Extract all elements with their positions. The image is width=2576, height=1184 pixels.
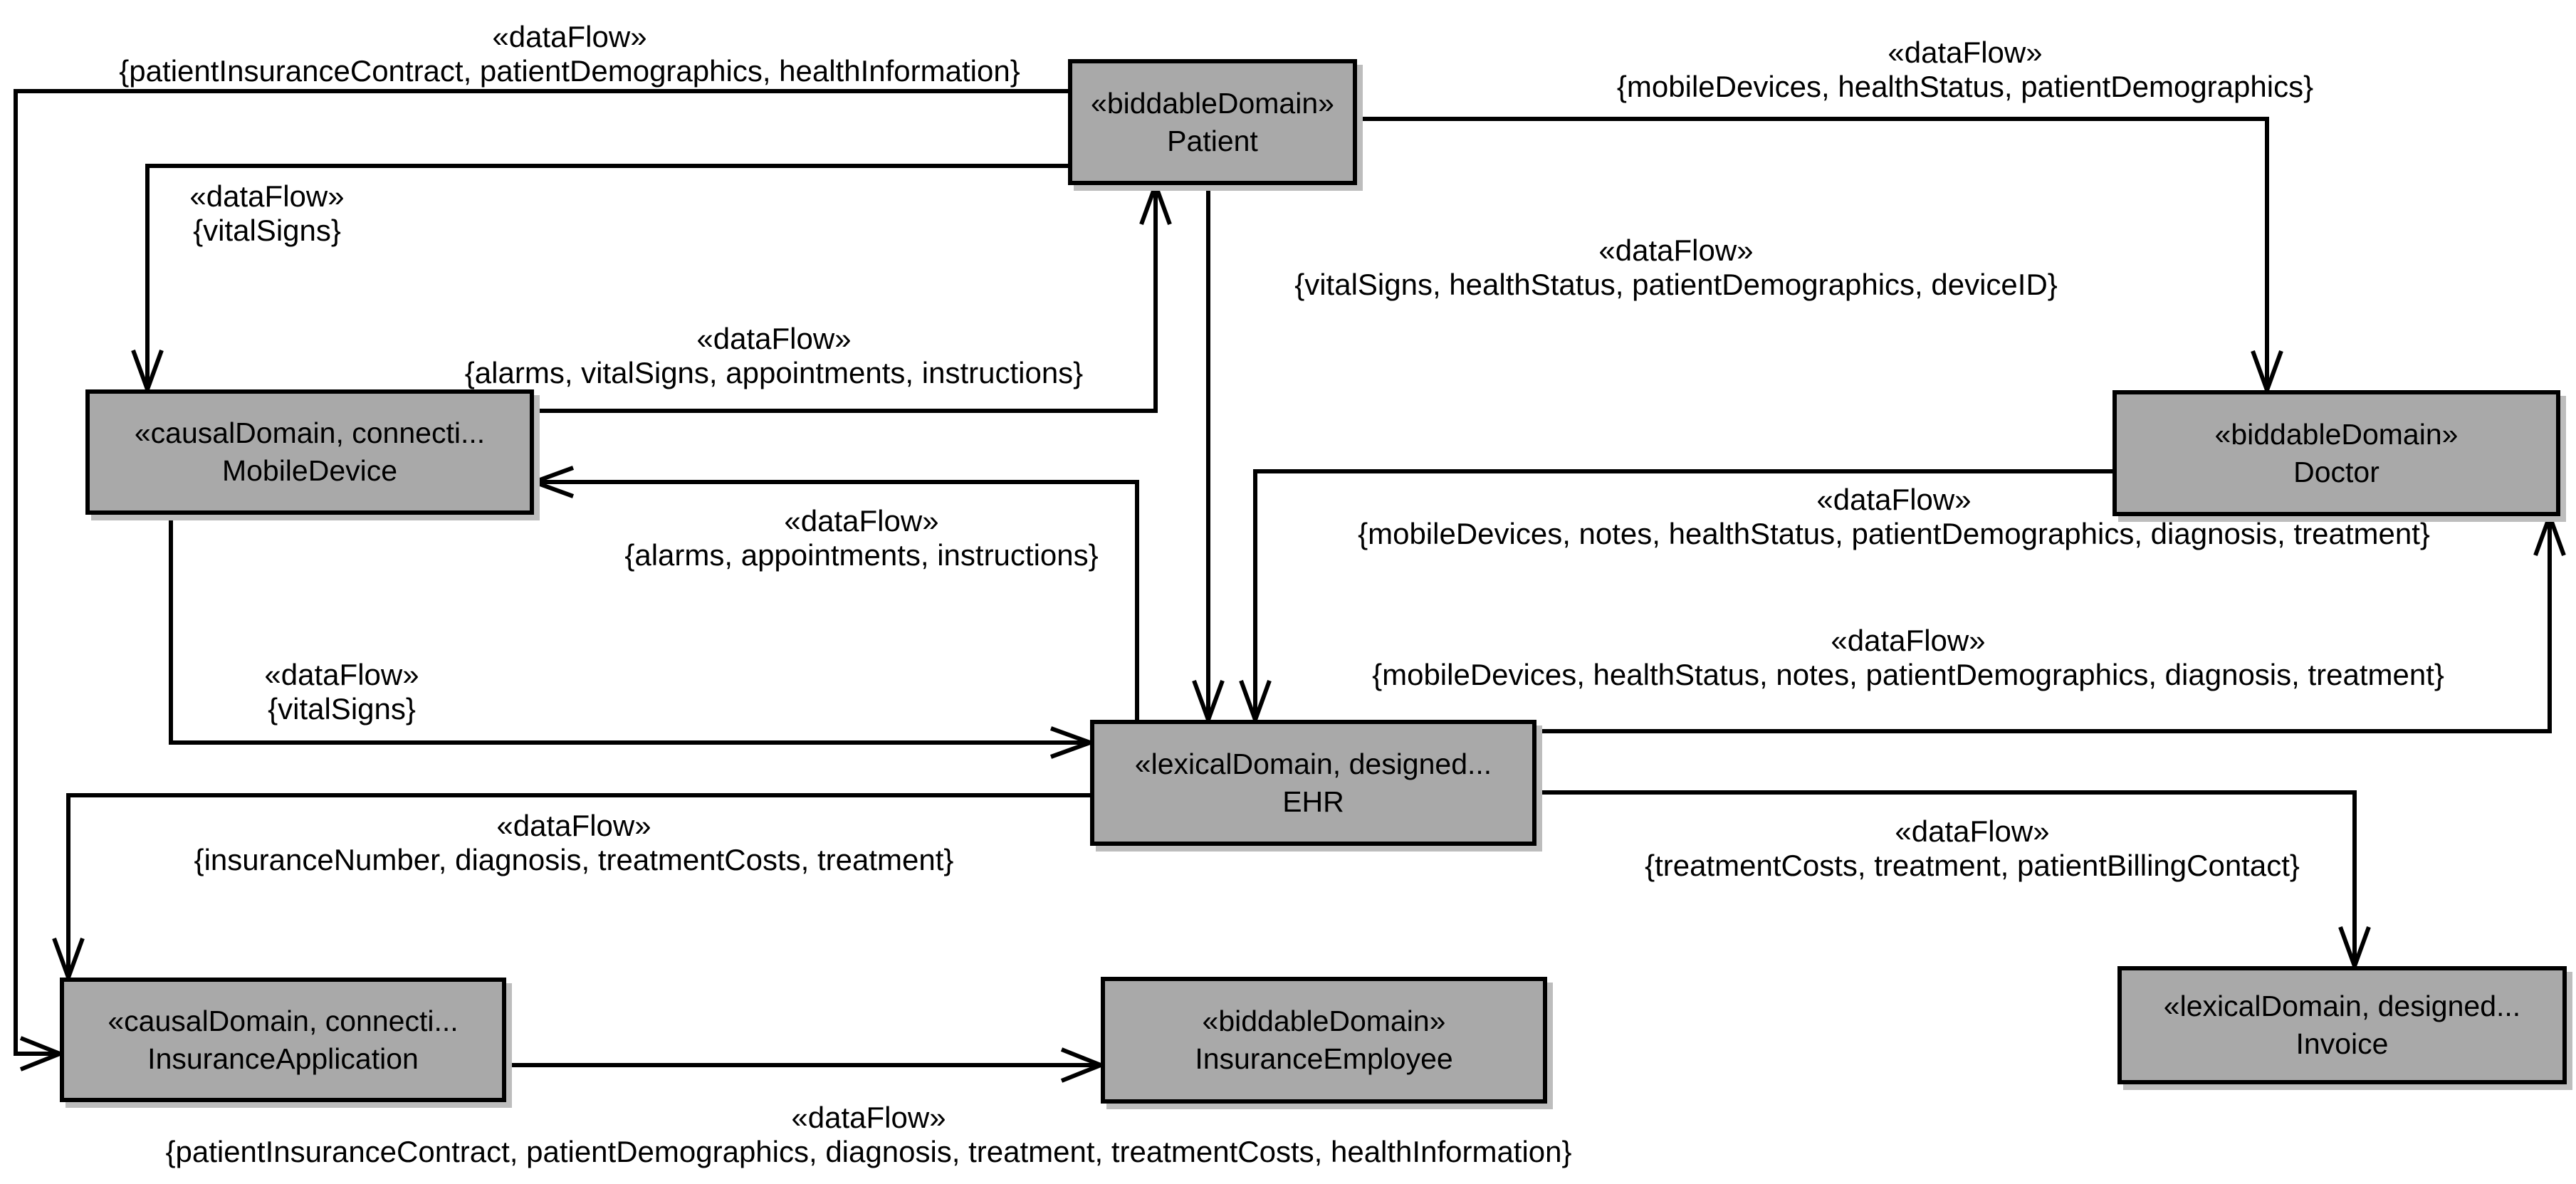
dataflow-label-ehr-to-insuranceapplication: «dataFlow» {insuranceNumber, diagnosis, … [194,809,954,877]
arrowhead-into-doctor-bottom [2533,510,2566,557]
dataflow-stereotype: «dataFlow» [1831,624,1986,657]
dataflow-items: {vitalSigns} [268,692,416,725]
connector-mobiledevice-to-patient [534,189,1158,413]
connector-mobiledevice-to-ehr [169,515,1086,745]
dataflow-items: {mobileDevices, notes, healthStatus, pat… [1358,517,2430,550]
domain-box-ehr: «lexicalDomain, designed... EHR [1090,720,1536,846]
box-name: InsuranceApplication [147,1042,419,1075]
box-stereotype: «biddableDomain» [1202,1005,1446,1037]
box-name: InsuranceEmployee [1195,1042,1453,1075]
dataflow-label-ehr-to-mobiledevice: «dataFlow» {alarms, appointments, instru… [624,504,1098,572]
domain-box-insuranceapplication: «causalDomain, connecti... InsuranceAppl… [60,978,506,1102]
dataflow-items: {mobileDevices, healthStatus, notes, pat… [1372,658,2444,691]
domain-box-doctor: «biddableDomain» Doctor [2112,390,2560,516]
dataflow-label-ehr-to-doctor: «dataFlow» {mobileDevices, healthStatus,… [1372,624,2444,692]
connector-ehr-to-doctor [1536,520,2552,733]
connector-patient-to-mobiledevice [145,164,1068,385]
dataflow-items: {patientInsuranceContract, patientDemogr… [119,54,1020,88]
dataflow-label-patient-to-ehr: «dataFlow» {vitalSigns, healthStatus, pa… [1294,234,2058,302]
dataflow-label-insuranceapplication-to-insuranceemployee: «dataFlow» {patientInsuranceContract, pa… [165,1101,1571,1169]
dataflow-stereotype: «dataFlow» [784,504,939,538]
domain-box-patient: «biddableDomain» Patient [1068,59,1357,185]
box-name: EHR [1282,785,1344,818]
connector-ehr-to-mobiledevice [538,480,1139,720]
dataflow-items: {patientInsuranceContract, patientDemogr… [165,1135,1572,1168]
box-name: Doctor [2293,455,2379,488]
connector-patient-to-insuranceapplication [14,89,1068,1056]
dataflow-items: {alarms, appointments, instructions} [624,538,1099,572]
box-stereotype: «lexicalDomain, designed... [2163,990,2521,1022]
dataflow-stereotype: «dataFlow» [189,179,345,213]
box-name: Invoice [2295,1027,2389,1060]
dataflow-stereotype: «dataFlow» [1816,483,1972,516]
dataflow-label-ehr-to-invoice: «dataFlow» {treatmentCosts, treatment, p… [1645,814,2300,883]
arrowhead-into-patient-bottom [1139,179,1172,226]
box-stereotype: «causalDomain, connecti... [108,1004,459,1037]
box-name: MobileDevice [221,454,398,487]
dataflow-label-doctor-to-ehr: «dataFlow» {mobileDevices, notes, health… [1358,483,2430,551]
connector-ehr-to-insuranceapplication [66,793,1090,973]
box-stereotype: «biddableDomain» [1091,86,1334,120]
dataflow-label-mobiledevice-to-patient: «dataFlow» {alarms, vitalSigns, appointm… [465,322,1083,390]
dataflow-label-patient-to-insuranceapplication: «dataFlow» {patientInsuranceContract, pa… [119,20,1020,88]
box-stereotype: «biddableDomain» [2214,417,2459,451]
dataflow-items: {mobileDevices, healthStatus, patientDem… [1616,70,2314,103]
dataflow-stereotype: «dataFlow» [791,1101,946,1134]
arrowhead-into-mobiledevice-right [528,466,575,498]
dataflow-stereotype: «dataFlow» [496,809,651,842]
dataflow-label-patient-to-doctor: «dataFlow» {mobileDevices, healthStatus,… [1617,36,2313,104]
dataflow-label-mobiledevice-to-ehr: «dataFlow» {vitalSigns} [264,658,419,726]
connector-ehr-to-invoice [1536,790,2357,962]
domain-box-mobiledevice: «causalDomain, connecti... MobileDevice [85,389,534,515]
dataflow-items: {vitalSigns} [193,214,341,247]
connector-patient-to-doctor [1357,117,2269,386]
dataflow-stereotype: «dataFlow» [1598,234,1754,267]
dataflow-items: {alarms, vitalSigns, appointments, instr… [464,356,1084,389]
box-stereotype: «causalDomain, connecti... [134,417,486,449]
dataflow-label-patient-to-mobiledevice: «dataFlow» {vitalSigns} [189,179,344,248]
dataflow-stereotype: «dataFlow» [264,658,419,691]
domain-box-invoice: «lexicalDomain, designed... Invoice [2117,966,2567,1084]
box-stereotype: «lexicalDomain, designed... [1134,747,1492,780]
connector-doctor-to-ehr [1253,469,2112,716]
dataflow-items: {treatmentCosts, treatment, patientBilli… [1645,849,2300,882]
domain-box-insuranceemployee: «biddableDomain» InsuranceEmployee [1101,977,1547,1104]
dataflow-stereotype: «dataFlow» [1888,36,2043,69]
dataflow-items: {insuranceNumber, diagnosis, treatmentCo… [194,843,954,876]
dataflow-items: {vitalSigns, healthStatus, patientDemogr… [1294,268,2058,301]
dataflow-stereotype: «dataFlow» [492,20,647,53]
dataflow-stereotype: «dataFlow» [696,322,852,355]
box-name: Patient [1167,124,1258,157]
dataflow-stereotype: «dataFlow» [1895,814,2050,848]
